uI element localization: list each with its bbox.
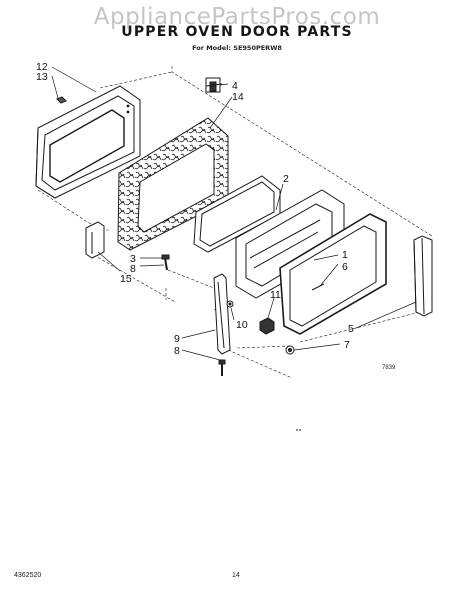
callout-1: 1 (342, 249, 348, 261)
callout-15: 15 (120, 273, 132, 285)
callout-10: 10 (236, 319, 248, 331)
handle-clip (56, 96, 67, 104)
page-title: UPPER OVEN DOOR PARTS (121, 24, 353, 40)
washer (226, 300, 234, 308)
callout-12: 12 (36, 61, 48, 73)
callout-6: 6 (342, 261, 348, 273)
side-hinge-channel (413, 235, 433, 317)
callout-2: 2 (283, 173, 289, 185)
callout-14: 14 (232, 91, 244, 103)
hinge-arm (213, 273, 231, 355)
callout-4: 4 (232, 80, 238, 92)
footer-part-number: 4362520 (14, 572, 42, 579)
callout-11: 11 (270, 289, 281, 301)
callout-5: 5 (348, 323, 354, 335)
door-gasket-frame (279, 213, 387, 335)
watermark: AppliancePartsPros.com (93, 4, 381, 30)
callout-7: 7 (344, 339, 350, 351)
callout-leaders (51, 66, 417, 361)
hinge-bracket (85, 221, 105, 259)
callout-9: 9 (174, 333, 180, 345)
callout-13: 13 (36, 71, 48, 83)
outer-door-panel (35, 85, 141, 199)
callout-numbers: 12 13 4 14 2 3 8 15 1 6 11 10 9 8 5 7 78… (36, 61, 396, 371)
insulation (117, 117, 229, 251)
callout-8-lower: 8 (174, 345, 180, 357)
lock-bracket (205, 77, 223, 93)
latch-block (259, 317, 275, 335)
screw-lower (218, 359, 226, 376)
grommet (285, 345, 295, 355)
assembly-guide-lines (37, 66, 433, 379)
screw-upper (161, 254, 170, 271)
figure-code: 7839 (382, 365, 396, 371)
callout-8-upper: 8 (130, 263, 136, 275)
footer-page-number: 14 (232, 572, 240, 579)
callout-3: 3 (130, 253, 136, 265)
model-subtitle: For Model: SE950PERW8 (192, 44, 282, 52)
